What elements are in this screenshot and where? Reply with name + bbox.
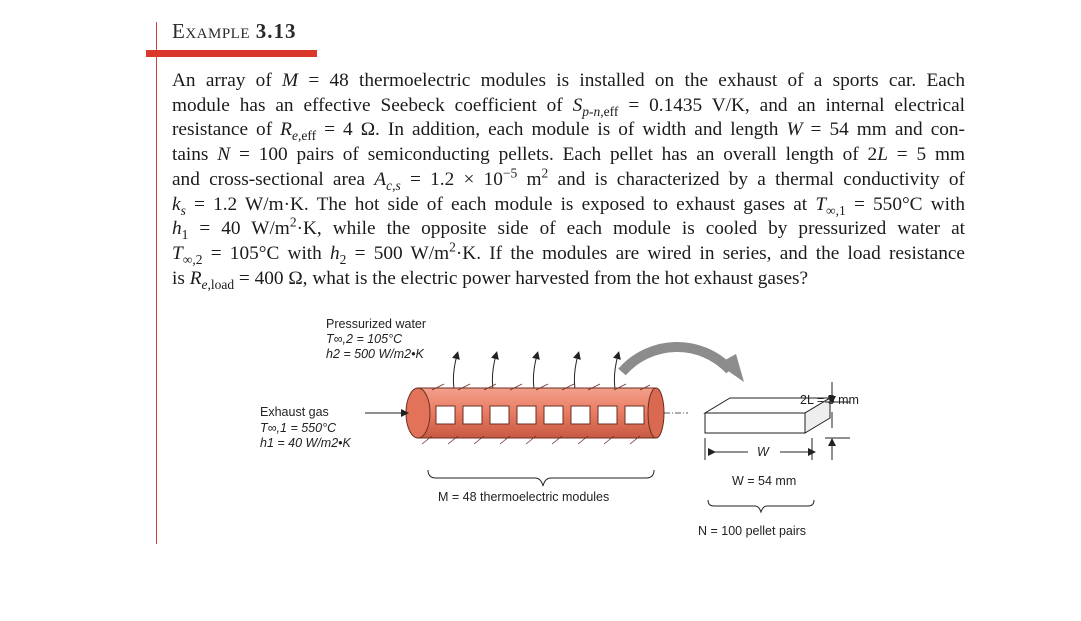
width-dimension <box>704 438 816 460</box>
modules-brace <box>427 469 655 487</box>
statement-line-4: tains N = 100 pairs of semiconducting pe… <box>172 144 965 166</box>
example-title: Example 3.13 <box>172 19 297 44</box>
statement-line-5: and cross-sectional area Ac,s = 1.2 × 10… <box>172 165 965 193</box>
water-coefficient-label: h2 = 500 W/m2•K <box>326 347 424 361</box>
pellet-pairs-label: N = 100 pellet pairs <box>698 524 807 538</box>
statement-line-7: h1 = 40 W/m2·K, while the opposite side … <box>172 214 966 243</box>
problem-statement: An array of M = 48 thermoelectric module… <box>172 69 965 291</box>
statement-line-8: T∞,2 = 105°C with h2 = 500 W/m2·K. If th… <box>172 239 965 267</box>
statement-line-6: ks = 1.2 W/m·K. The hot side of each mod… <box>172 193 966 218</box>
gas-label: Exhaust gas <box>260 405 329 419</box>
statement-line-1: An array of M = 48 thermoelectric module… <box>172 70 965 91</box>
water-temperature-label: T∞,2 = 105°C <box>326 332 403 346</box>
title-underline-bar <box>146 50 317 57</box>
figure-drawing <box>365 342 850 514</box>
statement-line-2: module has an effective Seebeck coeffici… <box>172 94 965 119</box>
gas-temperature-label: T∞,1 = 550°C <box>260 421 337 435</box>
figure: Pressurized water T∞,2 = 105°C h2 = 500 … <box>250 310 890 550</box>
example-number: 3.13 <box>255 19 297 43</box>
thickness-label: 2L = 5 mm <box>800 393 859 407</box>
modules-label: M = 48 thermoelectric modules <box>438 490 610 504</box>
example-word: Example <box>172 19 250 43</box>
width-symbol: W <box>757 445 769 459</box>
thickness-dimension <box>825 382 850 460</box>
statement-line-3: resistance of Re,eff = 4 Ω. In addition,… <box>172 119 965 144</box>
magnify-arrow <box>618 342 744 382</box>
left-margin-rule <box>156 22 157 544</box>
width-label: W = 54 mm <box>732 474 797 488</box>
exhaust-pipe <box>405 383 688 445</box>
pairs-brace <box>707 499 815 514</box>
gas-coefficient-label: h1 = 40 W/m2•K <box>260 436 351 450</box>
statement-line-9: is Re,load = 400 Ω, what is the electric… <box>172 267 809 292</box>
water-label: Pressurized water <box>326 317 427 331</box>
